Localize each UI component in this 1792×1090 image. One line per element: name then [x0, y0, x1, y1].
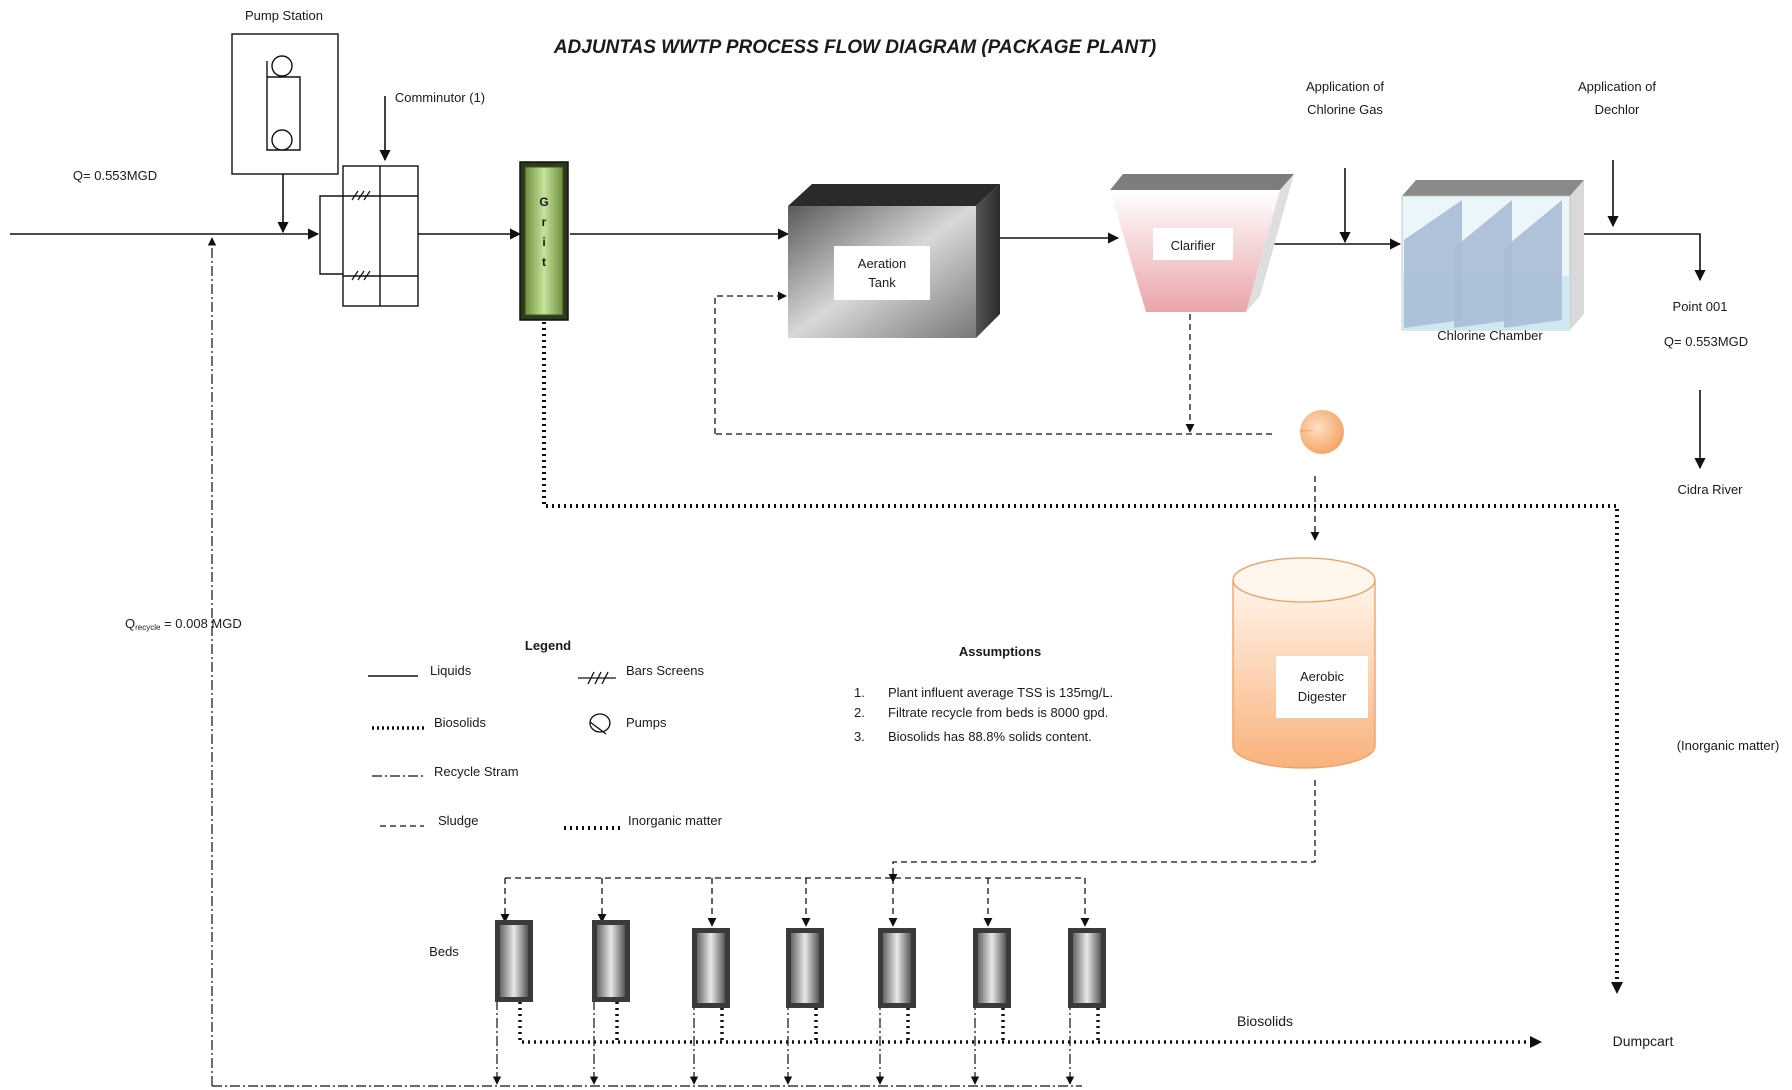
inorganic-matter-lines	[542, 322, 1619, 982]
beds-label: Beds	[429, 944, 459, 959]
pump-station	[231, 33, 339, 175]
sludge-pump-icon	[1300, 410, 1344, 454]
grit-letter: G	[539, 195, 548, 209]
assumption-num: 2.	[854, 705, 865, 720]
chlorine-chamber	[1401, 180, 1584, 331]
legend-inorganic: Inorganic matter	[628, 813, 723, 828]
comminutor-label: Comminutor (1)	[395, 90, 485, 105]
grit-letter: i	[542, 235, 545, 249]
pump-icon	[589, 713, 611, 735]
grit-letter: t	[542, 255, 546, 269]
drying-bed	[495, 920, 533, 1002]
assumption-num: 1.	[854, 685, 865, 700]
legend-recycle: Recycle Stram	[434, 764, 519, 779]
clarifier: Clarifier	[1110, 174, 1294, 312]
point-001-label: Point 001	[1673, 299, 1728, 314]
drying-bed	[592, 920, 630, 1002]
diagram-title: ADJUNTAS WWTP PROCESS FLOW DIAGRAM (PACK…	[553, 37, 1156, 58]
biosolids-flow-label: Biosolids	[1237, 1013, 1293, 1029]
effluent-flow-label: Q= 0.553MGD	[1664, 334, 1748, 349]
aerobic-digester: Aerobic Digester	[1232, 557, 1376, 769]
dumpcart-label: Dumpcart	[1613, 1033, 1674, 1049]
dechlor-label: Dechlor	[1595, 102, 1640, 117]
aeration-tank-label: Aeration	[858, 256, 906, 271]
assumptions-title: Assumptions	[959, 644, 1041, 659]
drying-bed	[786, 928, 824, 1008]
chlorine-gas-label: Application of	[1306, 79, 1384, 94]
comminutor	[319, 165, 419, 307]
legend-bar-screens: Bars Screens	[626, 663, 705, 678]
drying-beds	[495, 920, 1106, 1008]
legend-liquids: Liquids	[430, 663, 472, 678]
sludge-lines	[500, 291, 1320, 927]
drying-bed	[692, 928, 730, 1008]
legend-sludge: Sludge	[438, 813, 478, 828]
influent-flow-label: Q= 0.553MGD	[73, 168, 157, 183]
drying-bed	[973, 928, 1011, 1008]
aerobic-digester-label: Aerobic	[1300, 669, 1345, 684]
chlorine-gas-label: Chlorine Gas	[1307, 102, 1383, 117]
aeration-tank-label: Tank	[868, 275, 896, 290]
legend: Legend Liquids Bars Screens Biosolids Pu…	[368, 638, 723, 830]
biosolids-arrowhead	[1530, 1036, 1542, 1048]
pump-station-label: Pump Station	[245, 8, 323, 23]
drying-bed	[1068, 928, 1106, 1008]
chlorine-chamber-label: Chlorine Chamber	[1437, 328, 1543, 343]
recycle-lines	[207, 237, 1082, 1087]
recycle-flow-label: Qrecycle = 0.008 MGD	[125, 616, 242, 632]
assumptions: Assumptions 1. Plant influent average TS…	[854, 644, 1113, 744]
legend-title: Legend	[525, 638, 571, 653]
dechlor-label: Application of	[1578, 79, 1656, 94]
aerobic-digester-label: Digester	[1298, 689, 1347, 704]
grit-chamber: G r i t	[519, 161, 569, 321]
inorganic-arrowhead	[1611, 982, 1623, 994]
drying-bed	[878, 928, 916, 1008]
assumption-text: Plant influent average TSS is 135mg/L.	[888, 685, 1113, 700]
cidra-river-label: Cidra River	[1677, 482, 1743, 497]
assumption-text: Biosolids has 88.8% solids content.	[888, 729, 1092, 744]
grit-letter: r	[542, 215, 547, 229]
clarifier-label: Clarifier	[1171, 238, 1216, 253]
biosolids-lines	[518, 1002, 1530, 1044]
liquids-lines	[10, 96, 1706, 470]
assumption-num: 3.	[854, 729, 865, 744]
aeration-tank: Aeration Tank	[788, 184, 1000, 338]
assumption-text: Filtrate recycle from beds is 8000 gpd.	[888, 705, 1108, 720]
legend-pumps: Pumps	[626, 715, 667, 730]
inorganic-matter-note: (Inorganic matter)	[1677, 738, 1780, 753]
legend-biosolids: Biosolids	[434, 715, 487, 730]
